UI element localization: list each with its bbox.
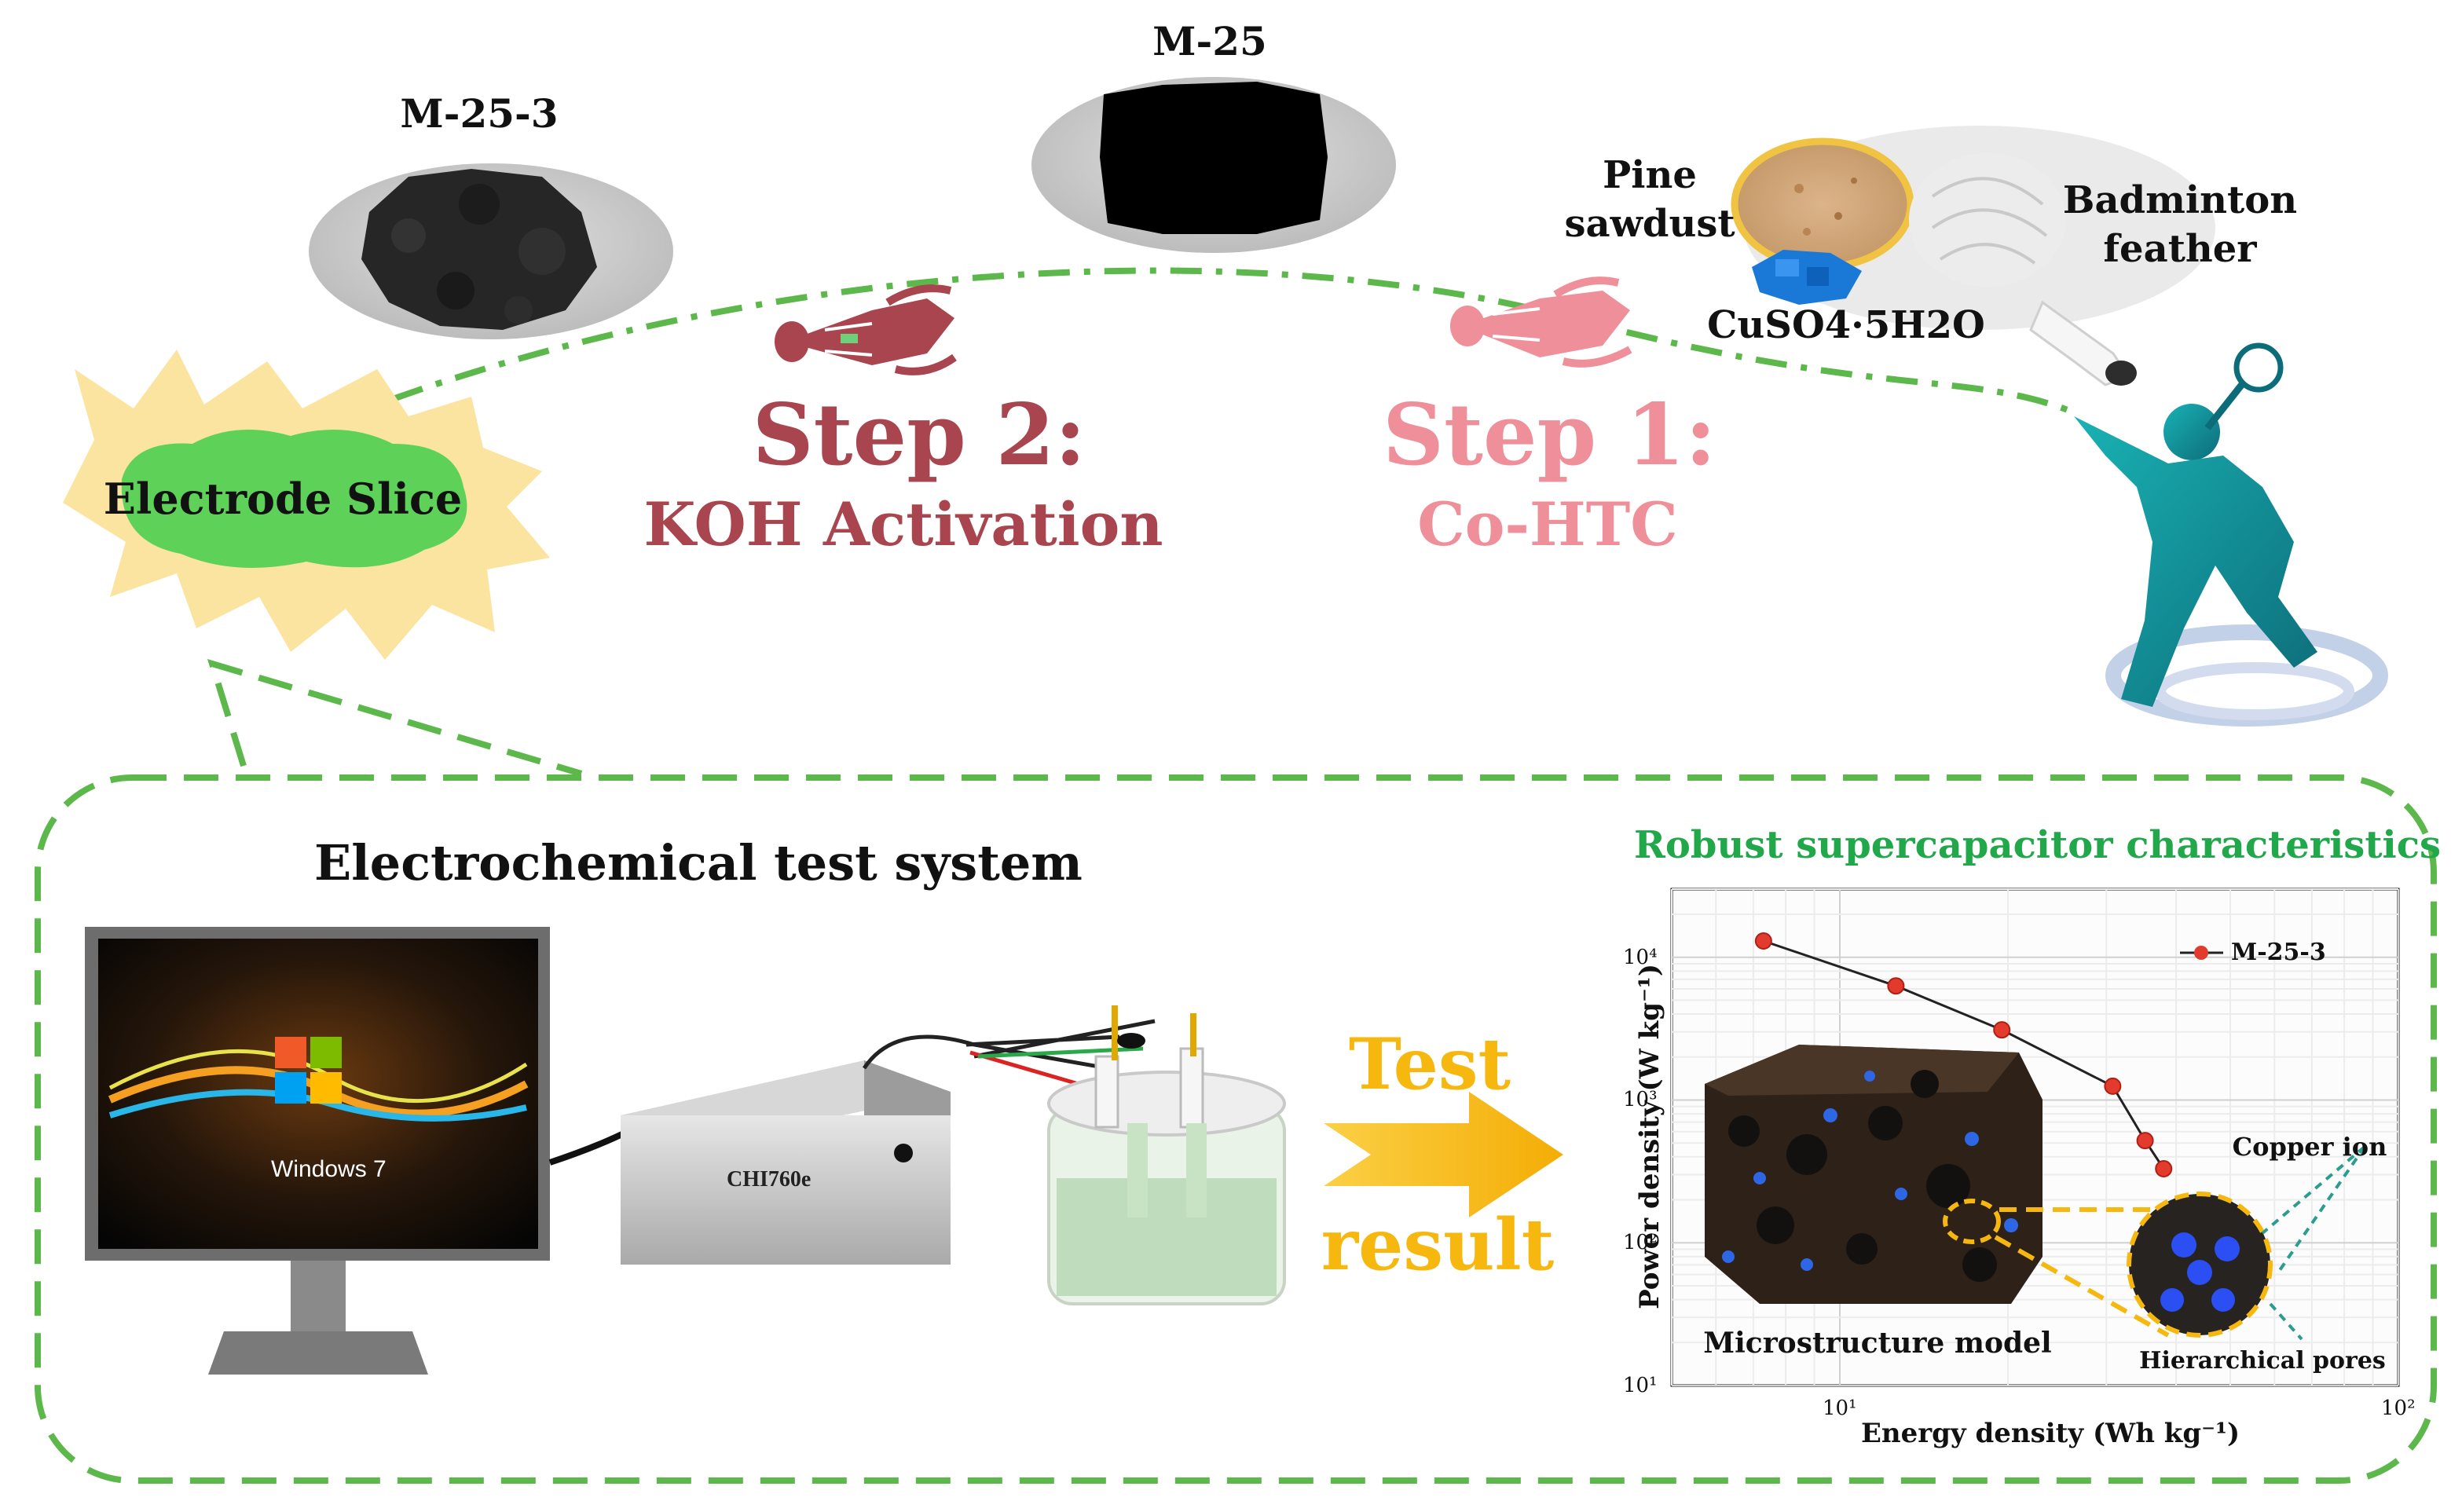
arrow-label-test: Test — [1348, 1023, 1511, 1106]
legend-marker — [2194, 946, 2208, 960]
data-point — [1887, 977, 1905, 995]
test-system-title: Electrochemical test system — [314, 834, 1083, 891]
cuso4-label: CuSO4·5H2O — [1707, 303, 1985, 347]
m25-sample-image — [1031, 77, 1396, 253]
data-point — [2136, 1132, 2154, 1150]
step2-title: Step 2: — [752, 386, 1086, 485]
m25-label: M-25 — [1152, 18, 1267, 64]
cell-cables — [862, 1019, 1156, 1071]
m25-3-sample-image — [309, 163, 673, 339]
device-label: CHI760e — [727, 1167, 811, 1192]
test-result-arrow — [1324, 1092, 1563, 1217]
electrode-slice-label: Electrode Slice — [103, 474, 463, 524]
y-tick-label: 10² — [1623, 1231, 1658, 1255]
m25-3-label: M-25-3 — [400, 90, 559, 137]
data-point — [2155, 1159, 2173, 1177]
y-tick-label: 10³ — [1623, 1088, 1658, 1112]
white-shuttlecock-icon — [2029, 300, 2137, 386]
hierarchical-pores-label: Hierarchical pores — [2139, 1347, 2386, 1375]
chi760e-device-image: CHI760e — [621, 1060, 951, 1265]
badminton-feather-text: Badminton feather — [2062, 178, 2298, 272]
chart-series — [1754, 932, 2173, 1177]
legend-entry-m25-3: M-25-3 — [2231, 939, 2326, 966]
chart-y-axis-label: Power density (W kg⁻¹) — [1634, 964, 1665, 1309]
arrow-label-result: result — [1321, 1203, 1555, 1287]
trajectory-line — [391, 267, 2075, 416]
raw-materials-image — [1731, 126, 2215, 330]
pore-zoom-marker — [1943, 1199, 2001, 1244]
x-tick-label: 10² — [2381, 1397, 2416, 1420]
badminton-feather-label: Badminton feather — [2050, 176, 2310, 274]
electrode-slice-badge — [63, 350, 550, 660]
pine-sawdust-label: Pine sawdust — [1563, 151, 1736, 249]
step2-subtitle: KOH Activation — [643, 489, 1163, 559]
electrode-pointer-dashed — [207, 659, 583, 777]
chart-x-axis-label: Energy density (Wh kg⁻¹) — [1860, 1418, 2240, 1449]
monitor-os-text: Windows 7 — [271, 1156, 387, 1182]
y-tick-label: 10¹ — [1623, 1374, 1658, 1397]
results-title: Robust supercapacitor characteristics — [1634, 823, 2441, 867]
step1-title: Step 1: — [1383, 386, 1716, 485]
pore-zoom-circle — [2127, 1192, 2273, 1338]
badminton-player-icon — [2074, 342, 2388, 727]
ragone-chart — [1670, 888, 2400, 1387]
monitor-cable — [548, 1128, 630, 1166]
data-point — [1754, 932, 1772, 950]
electrochemical-cell-image — [1047, 1005, 1286, 1305]
shuttlecock-step1-icon — [1450, 276, 1632, 368]
y-tick-label: 10⁴ — [1623, 945, 1658, 969]
shuttlecock-step2-icon — [775, 284, 957, 375]
microstructure-model-label: Microstructure model — [1703, 1327, 2052, 1360]
test-system-frame — [35, 774, 2437, 1484]
monitor-image: Windows 7 — [85, 927, 550, 1375]
x-tick-label: 10¹ — [1823, 1397, 1857, 1420]
copper-ion-label: Copper ion — [2232, 1132, 2387, 1162]
pine-sawdust-text: Pine sawdust — [1564, 153, 1735, 247]
microstructure-cube-image — [1705, 1045, 2043, 1304]
step1-subtitle: Co-HTC — [1417, 489, 1678, 559]
data-point — [2104, 1077, 2122, 1095]
data-point — [1993, 1021, 2011, 1039]
